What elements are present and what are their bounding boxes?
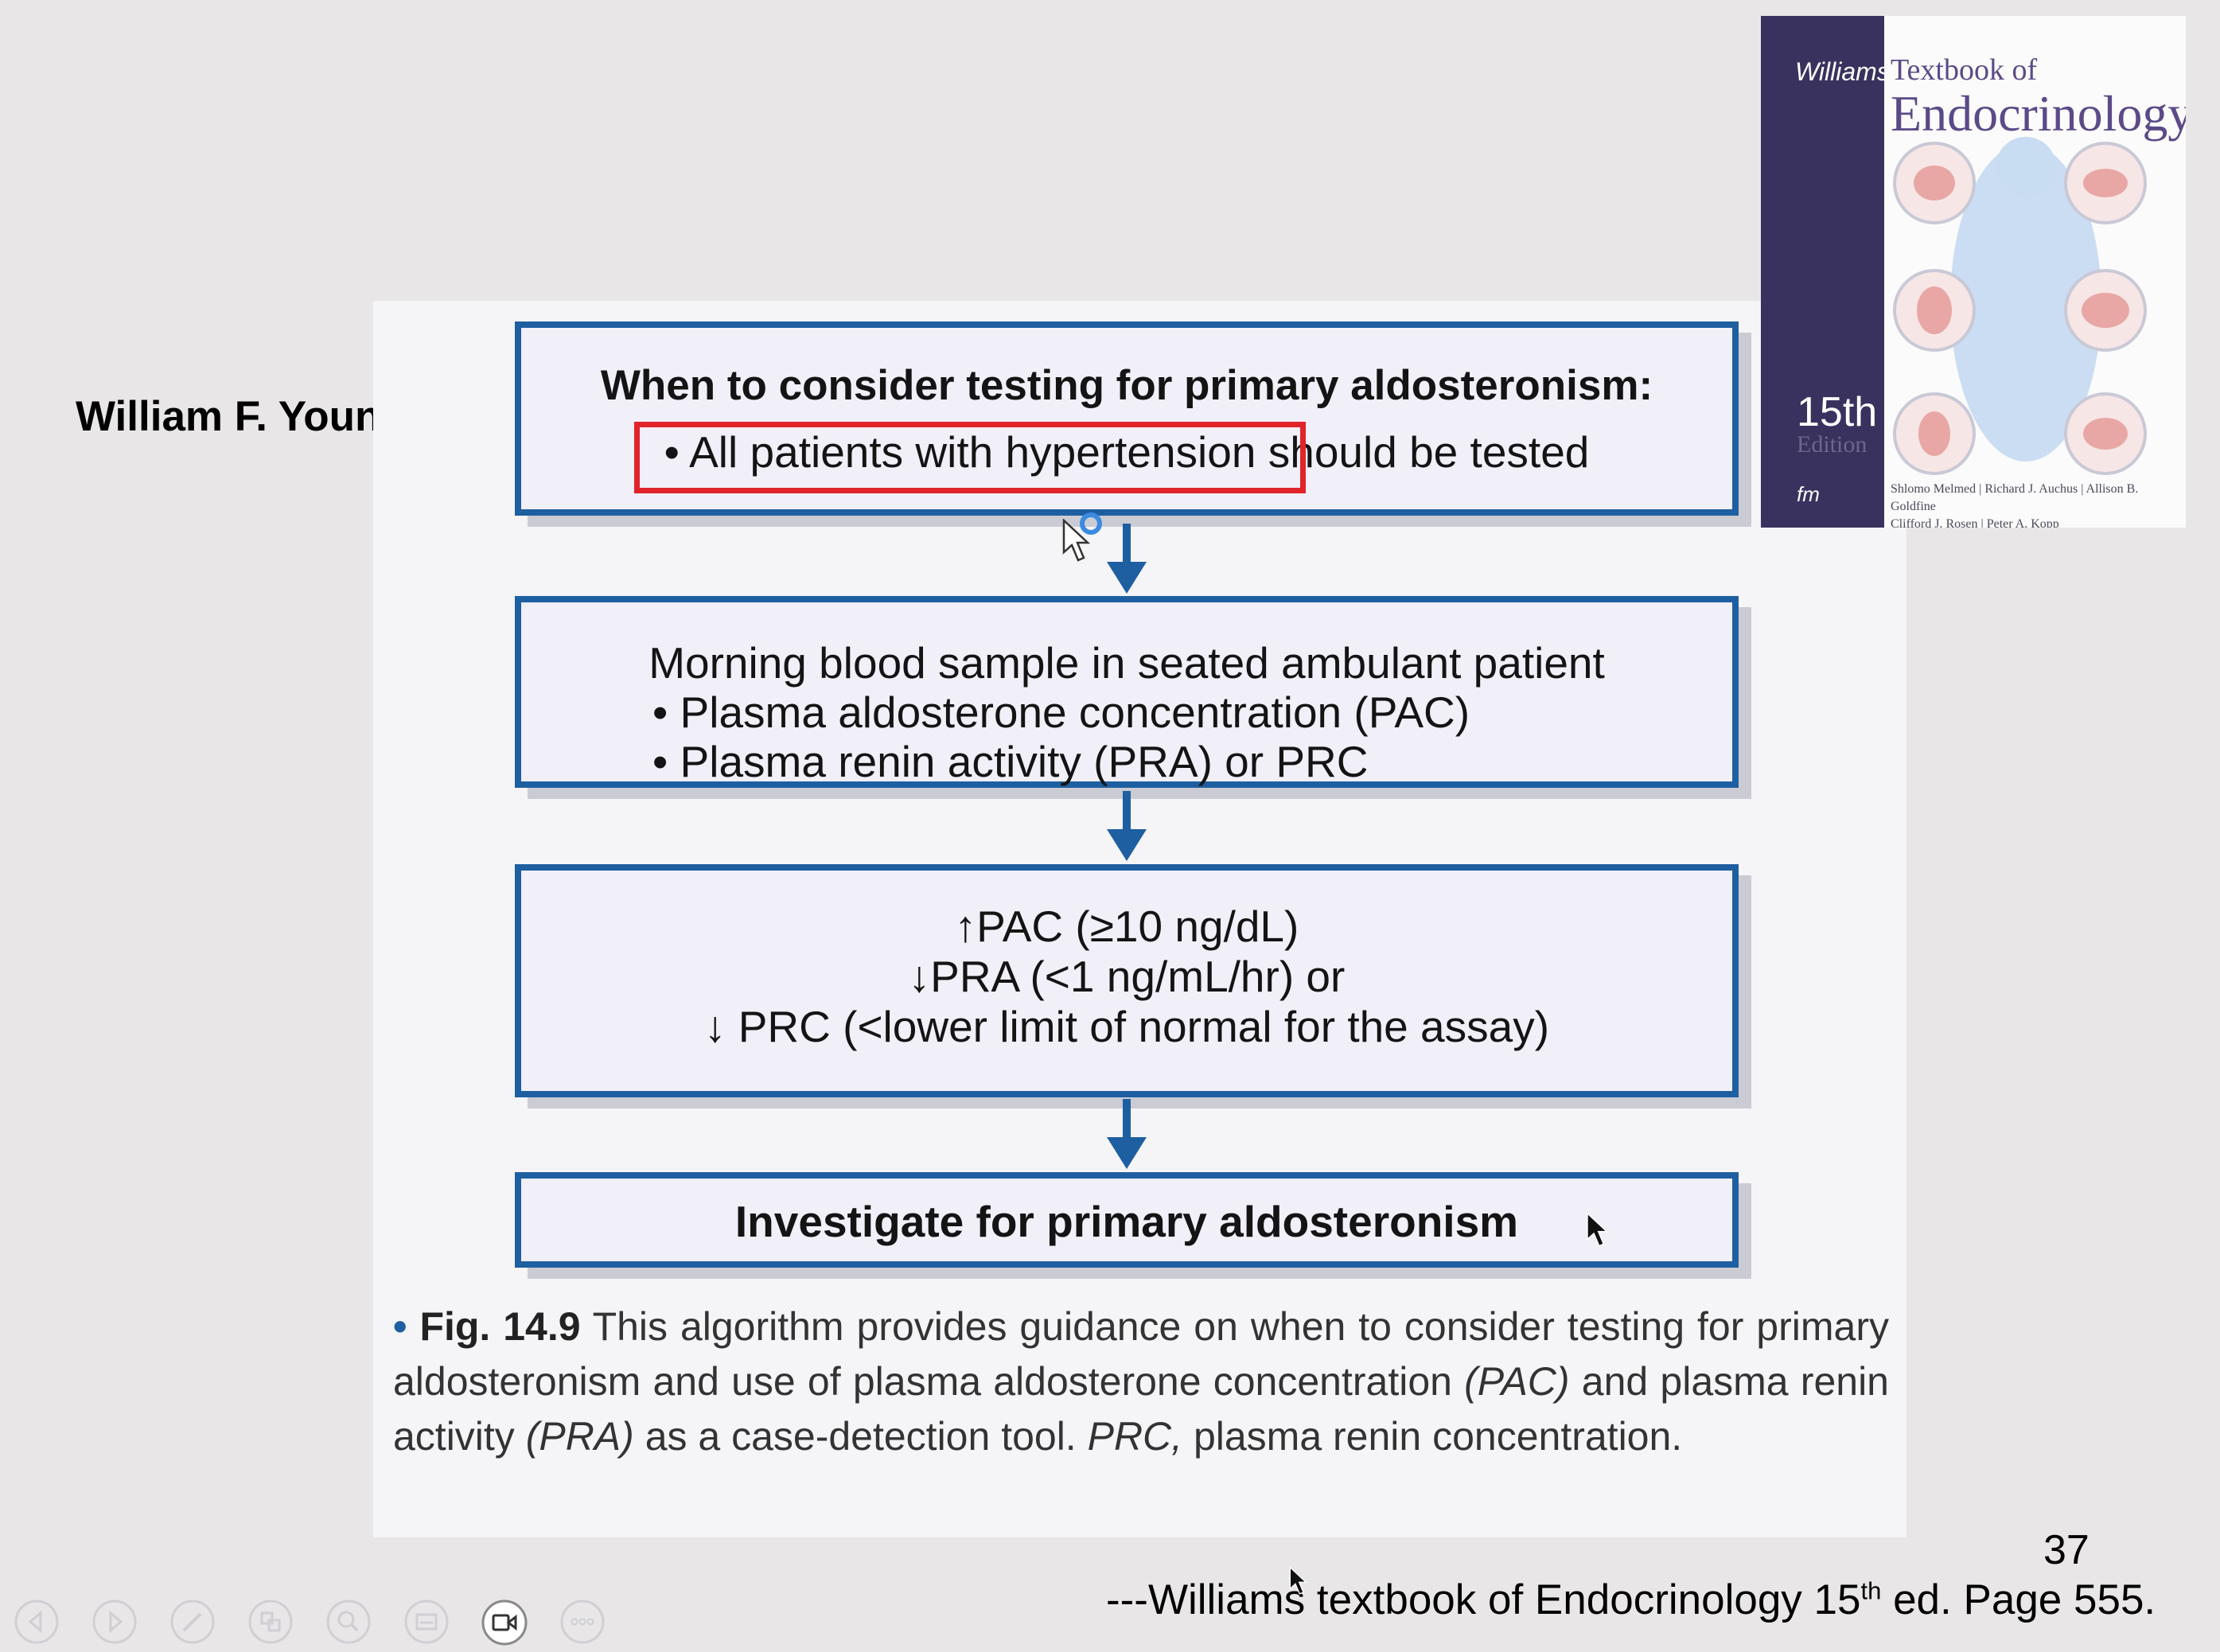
red-highlight-box	[634, 422, 1306, 493]
pen-icon[interactable]	[170, 1599, 215, 1644]
zoom-icon[interactable]	[326, 1599, 371, 1644]
book-title: Endocrinology	[1891, 85, 2186, 142]
subtitles-icon[interactable]	[404, 1599, 449, 1644]
mouse-pointer-icon	[1289, 1566, 1308, 1595]
flow-box-title: When to consider testing for primary ald…	[600, 362, 1653, 409]
caption-bullet: •	[393, 1304, 407, 1349]
caption-text: and plasma renin activity	[393, 1359, 1889, 1459]
book-spine	[1761, 16, 1884, 528]
flow-box-bullet: • Plasma aldosterone concentration (PAC)	[652, 688, 1470, 737]
flow-box-testing-criteria: When to consider testing for primary ald…	[515, 321, 1739, 516]
book-authors: Shlomo Melmed | Richard J. Auchus | Alli…	[1891, 481, 2177, 528]
bullet-rest-text: should be tested	[1256, 427, 1590, 477]
flow-box-investigate: Investigate for primary aldosteronism	[515, 1172, 1739, 1268]
mouse-pointer-icon	[1587, 1212, 1609, 1247]
slides-icon[interactable]	[248, 1599, 293, 1644]
flow-box-bullet: • Plasma renin activity (PRA) or PRC	[652, 737, 1369, 786]
previous-icon[interactable]	[14, 1599, 59, 1644]
caption-text: This algorithm provides guidance on when…	[393, 1304, 1889, 1404]
publisher-logo: fm	[1797, 482, 1820, 506]
book-cover-image: Williams Textbook of Endocrinology 15th …	[1761, 16, 2186, 528]
down-arrow-icon	[1107, 1099, 1147, 1169]
citation-superscript: th	[1860, 1576, 1882, 1605]
flow-box-blood-sample: Morning blood sample in seated ambulant …	[515, 596, 1739, 788]
loading-spinner-icon	[1080, 512, 1102, 535]
anatomy-illustration	[1893, 137, 2147, 475]
mouse-pointer-icon	[1062, 519, 1091, 562]
figure-label: Fig. 14.9	[419, 1304, 581, 1349]
caption-text: plasma renin concentration.	[1182, 1414, 1683, 1459]
citation-text: ed. Page 555.	[1881, 1576, 2156, 1623]
citation-text: ---Williams textbook of Endocrinology 15	[1106, 1576, 1861, 1623]
flow-box-bullet: • All patients with hypertension should …	[521, 427, 1732, 477]
caption-abbr: (PRA)	[525, 1414, 634, 1459]
next-icon[interactable]	[92, 1599, 137, 1644]
figure-caption: • Fig. 14.9 This algorithm provides guid…	[393, 1299, 1889, 1464]
down-arrow-icon	[1107, 791, 1147, 861]
figure-panel: When to consider testing for primary ald…	[373, 301, 1906, 1537]
more-icon[interactable]	[560, 1599, 605, 1644]
video-camera-icon[interactable]	[481, 1599, 528, 1646]
caption-text: as a case-detection tool.	[633, 1414, 1088, 1459]
flow-box-main-text: Morning blood sample in seated ambulant …	[648, 638, 1605, 688]
caption-abbr: PRC,	[1087, 1414, 1183, 1459]
citation: ---Williams textbook of Endocrinology 15…	[1106, 1576, 2156, 1624]
flow-box-conclusion: Investigate for primary aldosteronism	[734, 1197, 1519, 1246]
result-line-prc: ↓ PRC (<lower limit of normal for the as…	[703, 1002, 1550, 1051]
flow-box-lab-results: ↑PAC (≥10 ng/dL) ↓PRA (<1 ng/mL/hr) or ↓…	[515, 864, 1739, 1097]
result-line-pra: ↓PRA (<1 ng/mL/hr) or	[908, 952, 1346, 1001]
book-authors-line: Clifford J. Rosen | Peter A. Kopp	[1891, 517, 2059, 528]
book-authors-line: Shlomo Melmed | Richard J. Auchus | Alli…	[1891, 482, 2139, 513]
book-edition-label: Edition	[1797, 431, 1868, 458]
down-arrow-icon	[1107, 524, 1147, 594]
result-line-pac: ↑PAC (≥10 ng/dL)	[954, 902, 1299, 951]
caption-abbr: (PAC)	[1464, 1359, 1570, 1404]
highlighted-text: • All patients with hypertension	[664, 427, 1256, 477]
slide-number: 37	[2043, 1527, 2090, 1573]
book-subtitle: Textbook of	[1891, 53, 2038, 87]
book-brand: Williams	[1795, 57, 1890, 86]
book-edition-number: 15th	[1797, 389, 1878, 435]
